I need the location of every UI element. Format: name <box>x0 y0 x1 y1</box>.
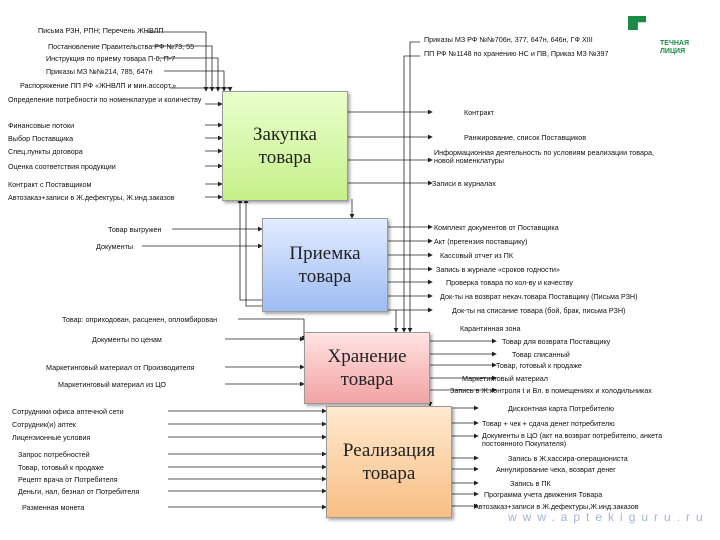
connector-arrow <box>152 45 215 92</box>
control-label: Приказы МЗ №№214, 785, 647н <box>46 67 153 76</box>
output-label: Запись в Ж.контроля t и Вл. в помещениях… <box>450 386 652 395</box>
output-label: Док-ты на списание товара (бой, брак, пи… <box>452 306 626 315</box>
input-label: Спец.пункты договора <box>8 147 83 156</box>
process-box-sales: Реализация товара <box>326 406 452 518</box>
input-label: Выбор Поставщика <box>8 134 74 143</box>
process-title-receiving: Приемка товара <box>289 243 361 287</box>
connector-arrow <box>407 41 420 333</box>
process-box-purchase: Закупка товара <box>222 91 348 201</box>
output-label: Проверка товара по кол-ву и качеству <box>446 278 573 287</box>
input-label: Определение потребности по номенклатуре … <box>8 95 202 104</box>
input-label: Сотрудники офиса аптечной сети <box>12 407 124 416</box>
output-label: Контракт <box>464 108 494 117</box>
input-label: Автозаказ+записи в Ж.дефектуры, Ж.инд.за… <box>8 193 175 202</box>
input-label: Запрос потребностей <box>18 450 90 459</box>
input-label: Документы <box>96 242 134 251</box>
input-label: Лицензионные условия <box>12 433 91 442</box>
input-label: Контракт с Поставщиком <box>8 180 92 189</box>
connector-arrow <box>164 70 227 92</box>
control-label: Распоряжение ПП РФ «ЖНВЛП и мин.ассорт.» <box>20 81 177 90</box>
output-label: Комплект документов от Поставщика <box>434 223 559 232</box>
input-label: Сотрудник(и) аптек <box>12 420 76 429</box>
connector-arrow <box>170 87 233 92</box>
connector-arrow <box>243 198 262 307</box>
input-label: Деньги, нал, безнал от Потребителя <box>18 487 140 496</box>
process-title-purchase: Закупка товара <box>253 124 317 168</box>
output-label: Док-ты на возврат некач.товара Поставщик… <box>440 292 638 301</box>
output-label: Информационная деятельность по условиям … <box>434 148 655 165</box>
input-label: Товар, готовый к продаже <box>18 463 104 472</box>
output-label: Кассовый отчет из ПК <box>440 251 514 260</box>
company-logo: ТЕЧНАЯ ЛИЦИЯ <box>628 16 690 62</box>
output-label: Запись в журнале «сроков годности» <box>436 265 560 274</box>
process-box-storage: Хранение товара <box>304 332 430 404</box>
logo-text: ТЕЧНАЯ ЛИЦИЯ <box>660 40 690 55</box>
output-label: Маркетинговый материал <box>462 374 548 383</box>
logo-mark-icon <box>628 16 646 30</box>
process-title-sales: Реализация товара <box>342 440 436 484</box>
input-label: Товар выгружен <box>108 225 162 234</box>
output-label: Товар + чек + сдача денег потребителю <box>482 419 615 428</box>
output-label: Карантинная зона <box>460 324 521 333</box>
control-label: Постановление Правительства РФ №73, 55 <box>48 42 195 51</box>
control-label: Приказы МЗ РФ №№706н, 377, 647н, 646н, Г… <box>424 35 593 44</box>
output-label: Автозаказ+записи в Ж.дефектуры,Ж.инд.зак… <box>474 502 639 511</box>
process-title-storage: Хранение товара <box>327 346 407 390</box>
output-label: Записи в журналах <box>432 179 496 188</box>
output-label: Дисконтная карта Потребителю <box>508 404 615 413</box>
website-watermark: www.aptekiguru.ru <box>508 510 709 524</box>
input-label: Рецепт врача от Потребителя <box>18 475 118 484</box>
input-label: Маркетинговый материал от Производителя <box>46 363 195 372</box>
output-label: Товар для возврата Поставщику <box>502 337 611 346</box>
input-label: Оценка соответствия продукции <box>8 162 116 171</box>
connector-arrow <box>401 55 420 333</box>
output-label: Товар, готовый к продаже <box>496 361 582 370</box>
input-label: Разменная монета <box>22 503 85 512</box>
input-label: Финансовые потоки <box>8 121 75 130</box>
process-box-receiving: Приемка товара <box>262 218 388 312</box>
connector-arrow <box>158 57 221 92</box>
input-label: Маркетинговый материал из ЦО <box>58 380 167 389</box>
output-label: Запись в ПК <box>510 479 551 488</box>
input-label: Документы по ценам <box>92 335 162 344</box>
output-label: Документы в ЦО (акт на возврат потребите… <box>482 431 663 448</box>
output-label: Программа учета движения Товара <box>484 490 603 499</box>
control-label: Письма РЗН, РПН; Перечень ЖНВЛП <box>38 26 164 35</box>
control-label: ПП РФ №1148 по хранению НС и ПВ, Приказ … <box>424 49 609 58</box>
connector-arrow <box>237 198 262 301</box>
output-label: Ранжирование, список Поставщиков <box>464 133 587 142</box>
input-label: Товар: оприходован, расценен, опломбиров… <box>62 315 218 324</box>
output-label: Запись в Ж.кассира-операциониста <box>508 454 628 463</box>
output-label: Товар списанный <box>512 350 570 359</box>
output-label: Аннулирование чека, возврат денег <box>496 465 616 474</box>
output-label: Акт (претензия поставщику) <box>434 237 528 246</box>
control-label: Инструкция по приему товара П-6, П-7 <box>46 54 176 63</box>
connector-arrow <box>238 318 307 341</box>
